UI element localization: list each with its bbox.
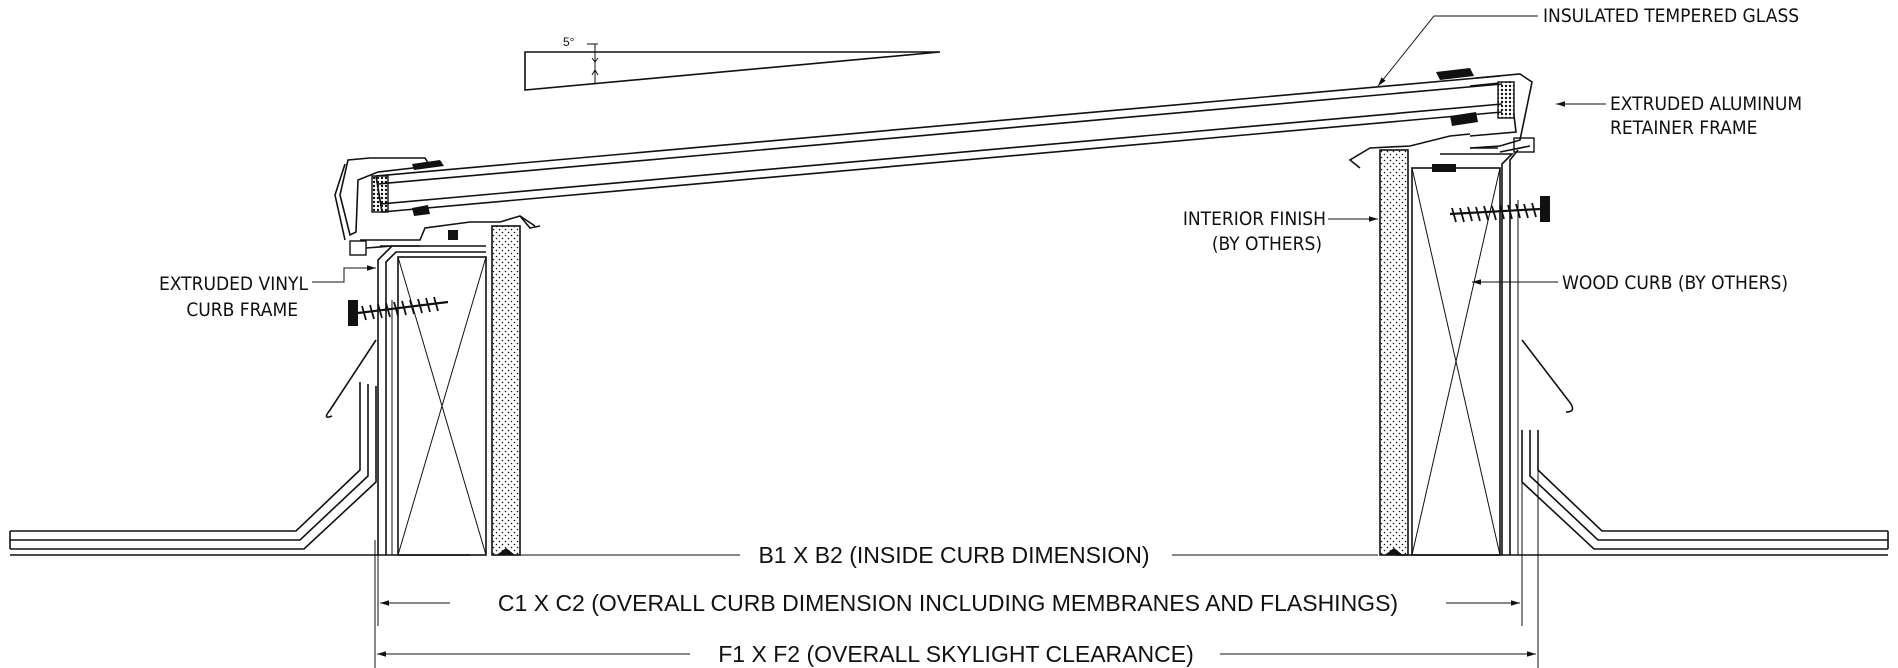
vinyl-label-1: EXTRUDED VINYL [159, 273, 309, 295]
left-screw-icon [348, 296, 449, 326]
dimension-b-label: B1 X B2 (INSIDE CURB DIMENSION) [758, 542, 1149, 568]
wood-curb-label: WOOD CURB (BY OTHERS) [1562, 272, 1788, 294]
dimension-c-label: C1 X C2 (OVERALL CURB DIMENSION INCLUDIN… [498, 590, 1398, 616]
dimension-c: C1 X C2 (OVERALL CURB DIMENSION INCLUDIN… [377, 330, 1523, 626]
interior-label-1: INTERIOR FINISH [1183, 208, 1326, 230]
callout-vinyl-frame: EXTRUDED VINYL CURB FRAME [159, 265, 376, 321]
right-screw-icon [1449, 196, 1550, 223]
slope-indicator: 5° [524, 35, 941, 91]
dimension-f: F1 X F2 (OVERALL SKYLIGHT CLEARANCE) [374, 470, 1539, 668]
vinyl-label-2: CURB FRAME [186, 299, 298, 321]
dimension-f-label: F1 X F2 (OVERALL SKYLIGHT CLEARANCE) [718, 641, 1193, 667]
dimension-b: B1 X B2 (INSIDE CURB DIMENSION) [520, 542, 1378, 568]
insulated-glass [375, 75, 1503, 213]
callout-wood-curb: WOOD CURB (BY OTHERS) [1472, 272, 1788, 294]
slope-label: 5° [563, 35, 575, 49]
callout-interior-finish: INTERIOR FINISH (BY OTHERS) [1183, 208, 1378, 255]
interior-label-2: (BY OTHERS) [1212, 233, 1322, 255]
callout-retainer: EXTRUDED ALUMINUM RETAINER FRAME [1556, 93, 1802, 139]
roof-deck [9, 382, 1889, 556]
glass-label: INSULATED TEMPERED GLASS [1543, 5, 1799, 27]
retainer-label-1: EXTRUDED ALUMINUM [1610, 93, 1802, 115]
right-curb [1348, 68, 1574, 556]
left-curb [325, 157, 541, 556]
retainer-label-2: RETAINER FRAME [1610, 117, 1757, 139]
callout-glass: INSULATED TEMPERED GLASS [1377, 5, 1799, 87]
